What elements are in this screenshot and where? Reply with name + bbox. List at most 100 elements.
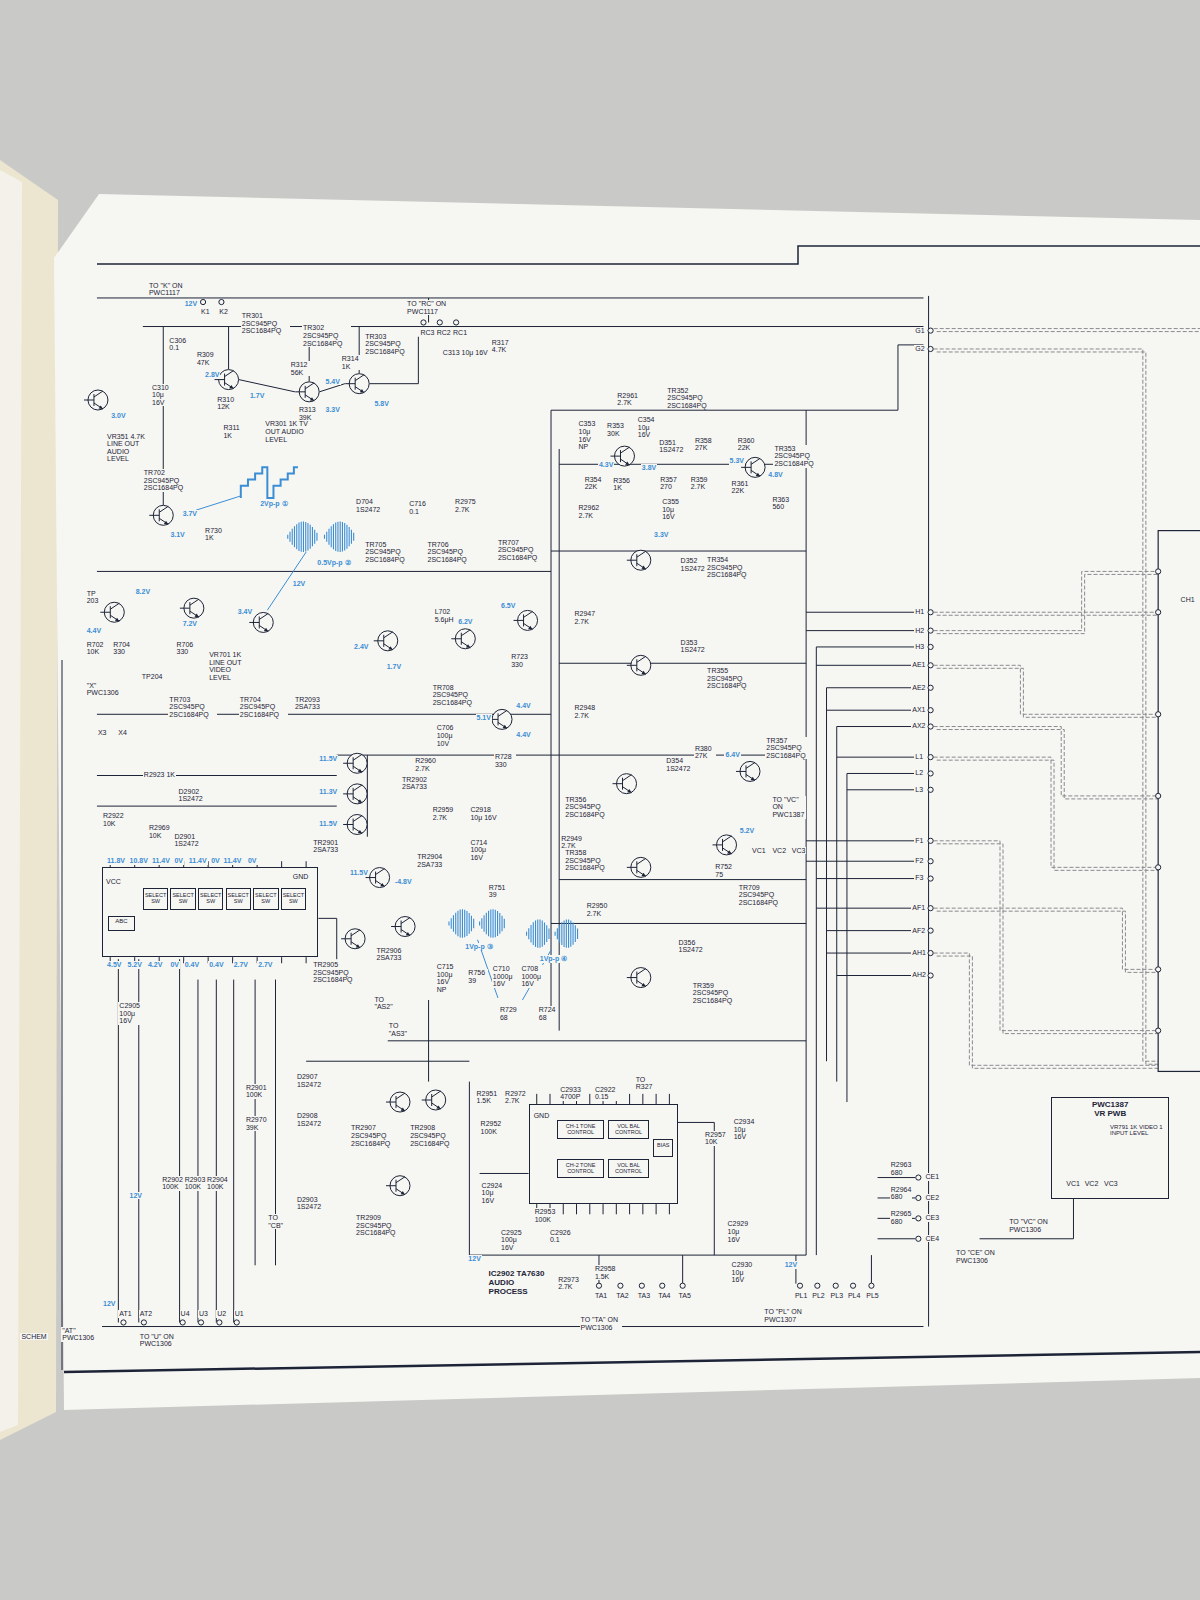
voltage-label: 6.5V bbox=[500, 602, 516, 610]
selector-ic: VCCSELECT SWSELECT SWSELECT SWSELECT SWS… bbox=[102, 867, 318, 957]
waveform-stroke bbox=[301, 522, 302, 552]
component-label: R2948 2.7K bbox=[573, 704, 602, 719]
volume-balance-block: VOL BAL CONTROL bbox=[608, 1159, 649, 1177]
component-label: TR359 2SC945PQ 2SC1684PQ bbox=[692, 982, 741, 1005]
emitter-arrow bbox=[358, 830, 362, 834]
harness-wire bbox=[937, 911, 1161, 972]
board-part-label: VR791 1K VIDEO 1 INPUT LEVEL bbox=[1110, 1124, 1164, 1137]
component-label: C2930 10μ 16V bbox=[731, 1261, 755, 1284]
connector-terminal bbox=[421, 320, 426, 325]
wire bbox=[816, 646, 923, 647]
waveform-stroke bbox=[484, 915, 485, 931]
wire bbox=[837, 757, 924, 758]
component-label: R2961 2.7K bbox=[616, 392, 645, 407]
wire bbox=[980, 1199, 1074, 1239]
waveform-stroke bbox=[305, 522, 306, 552]
voltage-label: 0.4V bbox=[184, 961, 200, 969]
wire bbox=[928, 296, 929, 1327]
transistor-leads bbox=[627, 858, 646, 876]
voltage-label: 4.2V bbox=[147, 961, 163, 969]
connector-terminal bbox=[916, 1236, 921, 1241]
emitter-arrow bbox=[164, 521, 168, 525]
component-label: C353 10μ 16V NP bbox=[578, 420, 602, 450]
component-label: GND bbox=[292, 873, 310, 881]
voltage-label: 10.8V bbox=[129, 857, 149, 865]
waveform-stroke bbox=[342, 522, 343, 552]
ic-pin bbox=[629, 1094, 630, 1104]
component-label: TR302 2SC945PQ 2SC1684PQ bbox=[302, 324, 351, 347]
component-label: H3 bbox=[914, 643, 925, 651]
voltage-label: 1Vp-p ④ bbox=[539, 955, 568, 963]
component-label: R2949 2.7K bbox=[560, 835, 589, 850]
harness-wire bbox=[937, 668, 1161, 717]
component-label: AE1 bbox=[911, 661, 926, 669]
emitter-arrow bbox=[641, 671, 645, 675]
component-label: TR702 2SC945PQ 2SC1684PQ bbox=[143, 469, 192, 492]
component-label: CE3 bbox=[924, 1214, 940, 1222]
voltage-label: 0.5Vp-p ② bbox=[316, 559, 351, 567]
waveform-stroke bbox=[557, 928, 558, 939]
component-label: TO "TA" ON PWC1306 bbox=[580, 1316, 623, 1331]
wire bbox=[179, 959, 180, 1322]
tone-control-block: CH-1 TONE CONTROL bbox=[557, 1120, 604, 1138]
voltage-label: 11.5V bbox=[318, 755, 338, 763]
component-label: TO "U" ON PWC1306 bbox=[139, 1333, 182, 1348]
connector-terminal bbox=[928, 950, 933, 955]
component-label: R380 27K bbox=[694, 745, 716, 760]
component-label: TA4 bbox=[657, 1292, 671, 1300]
component-label: R2953 100K bbox=[534, 1208, 558, 1223]
transistor-symbol bbox=[343, 753, 367, 773]
component-label: C708 1000μ 16V bbox=[520, 965, 546, 988]
emitter-arrow bbox=[503, 725, 507, 729]
audio-process-ic: IC2902 TA7630 AUDIO PROCESSCH-1 TONE CON… bbox=[529, 1104, 678, 1204]
wire bbox=[816, 878, 923, 879]
component-label: C354 10μ 16V bbox=[637, 416, 659, 439]
component-label: R729 68 bbox=[499, 1006, 519, 1021]
wire bbox=[197, 980, 198, 1323]
transistor-symbol bbox=[345, 374, 369, 394]
component-label: TO "VC" ON PWC1306 bbox=[1008, 1218, 1051, 1233]
harness-wire bbox=[934, 841, 1158, 1031]
emitter-arrow bbox=[229, 385, 233, 389]
component-label: TO "PL" ON PWC1307 bbox=[763, 1308, 806, 1323]
component-label: U3 bbox=[198, 1310, 209, 1318]
voltage-label: 1.7V bbox=[249, 392, 265, 400]
component-label: R2963 680 bbox=[890, 1161, 912, 1176]
component-label: TR709 2SC945PQ 2SC1684PQ bbox=[738, 884, 787, 907]
component-label: "AT" PWC1306 bbox=[61, 1327, 96, 1342]
ic-pin bbox=[656, 1094, 657, 1104]
voltage-label: 12V bbox=[467, 1255, 481, 1263]
component-label: AT2 bbox=[139, 1310, 153, 1318]
component-label: R2962 2.7K bbox=[578, 504, 607, 519]
voltage-label: 11.4V bbox=[151, 857, 171, 865]
component-label: R2901 100K bbox=[245, 1084, 269, 1099]
ic-pin bbox=[576, 1204, 577, 1214]
voltage-label: 3.3V bbox=[324, 406, 340, 414]
ic-pin bbox=[642, 1204, 643, 1214]
voltage-label: 3.7V bbox=[182, 510, 198, 518]
component-label: VC1 bbox=[751, 847, 767, 855]
harness-wire bbox=[934, 727, 1158, 796]
transistor-symbol bbox=[341, 929, 365, 949]
connector-terminal bbox=[928, 906, 933, 911]
transistor-symbol bbox=[374, 631, 398, 651]
transistor-leads bbox=[451, 630, 470, 648]
connector-terminal bbox=[928, 328, 933, 333]
emitter-arrow bbox=[380, 883, 384, 887]
ic-pin bbox=[603, 1204, 604, 1214]
component-label: TR352 2SC945PQ 2SC1684PQ bbox=[666, 387, 715, 410]
waveform-stroke bbox=[307, 523, 308, 550]
component-label: D356 1S2472 bbox=[678, 939, 704, 954]
transistor-leads bbox=[514, 611, 533, 629]
waveform-stroke bbox=[548, 928, 549, 938]
component-label: R723 330 bbox=[510, 653, 532, 668]
component-label: R704 330 bbox=[112, 641, 134, 656]
component-label: TP204 bbox=[141, 673, 164, 681]
component-label: R313 39K bbox=[298, 406, 322, 421]
bias-block: BIAS bbox=[653, 1139, 673, 1157]
connector-terminal bbox=[928, 771, 933, 776]
waveform-stroke bbox=[455, 913, 456, 935]
emitter-arrow bbox=[751, 777, 755, 781]
wire bbox=[97, 806, 337, 807]
component-label: D352 1S2472 bbox=[680, 557, 704, 572]
